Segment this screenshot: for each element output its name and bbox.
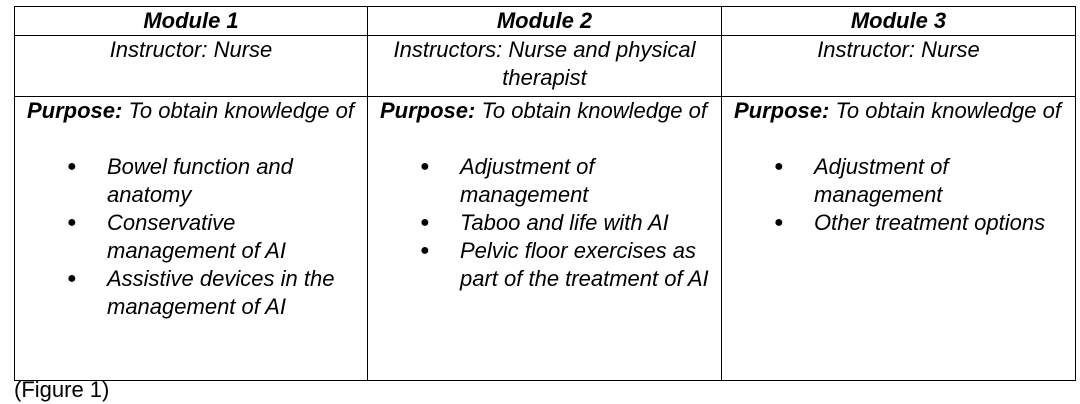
module-1-purpose-cell: Purpose: To obtain knowledge of ● Bowel f… [14,96,368,381]
module-1-instructor: Instructor: Nurse [14,35,368,97]
module-2-purpose-label: Purpose: [380,98,476,123]
bullet-icon: ● [420,214,430,231]
module-3-title: Module 3 [721,6,1076,36]
list-item: ● Conservative management of AI [27,209,359,265]
list-item: ● Adjustment of management [380,153,713,209]
bullet-icon: ● [67,270,77,287]
bullet-icon: ● [67,158,77,175]
topic-text: Bowel function and anatomy [107,154,293,207]
bullet-icon: ● [420,242,430,259]
list-item: ● Adjustment of management [734,153,1067,209]
module-3-topic-list: ● Adjustment of management ● Other treatme… [734,153,1067,237]
module-1-topic-list: ● Bowel function and anatomy ● Conservativ… [27,153,359,321]
topic-text: Taboo and life with AI [460,210,669,235]
list-item: ● Assistive devices in the management of … [27,265,359,321]
modules-table: Module 1 Module 2 Module 3 Instructor: N… [14,6,1076,381]
module-1-purpose-text: To obtain knowledge of [122,98,354,123]
module-3-purpose-text: To obtain knowledge of [829,98,1061,123]
topic-text: Adjustment of management [460,154,595,207]
bullet-icon: ● [774,214,784,231]
module-2-title: Module 2 [367,6,722,36]
module-2-topic-list: ● Adjustment of management ● Taboo and lif… [380,153,713,293]
list-item: ● Other treatment options [734,209,1067,237]
module-3-purpose-cell: Purpose: To obtain knowledge of ● Adjustm… [721,96,1076,381]
module-3-purpose-label: Purpose: [734,98,830,123]
instructor-row: Instructor: Nurse Instructors: Nurse and… [14,35,1076,97]
purpose-row: Purpose: To obtain knowledge of ● Bowel f… [14,96,1076,381]
figure-caption: (Figure 1) [14,377,110,402]
module-3-instructor: Instructor: Nurse [721,35,1076,97]
list-item: ● Pelvic floor exercises as part of the t… [380,237,713,293]
topic-text: Assistive devices in the management of A… [107,266,335,319]
bullet-icon: ● [67,214,77,231]
topic-text: Other treatment options [814,210,1046,235]
module-1-purpose-label: Purpose: [27,98,123,123]
module-1-title: Module 1 [14,6,368,36]
topic-text: Conservative management of AI [107,210,286,263]
topic-text: Adjustment of management [814,154,949,207]
bullet-icon: ● [420,158,430,175]
module-2-purpose-cell: Purpose: To obtain knowledge of ● Adjustm… [367,96,722,381]
module-2-purpose-text: To obtain knowledge of [475,98,707,123]
bullet-icon: ● [774,158,784,175]
module-header-row: Module 1 Module 2 Module 3 [14,6,1076,36]
module-2-instructor: Instructors: Nurse and physical therapis… [367,35,722,97]
list-item: ● Taboo and life with AI [380,209,713,237]
topic-text: Pelvic floor exercises as part of the tr… [460,238,709,291]
list-item: ● Bowel function and anatomy [27,153,359,209]
